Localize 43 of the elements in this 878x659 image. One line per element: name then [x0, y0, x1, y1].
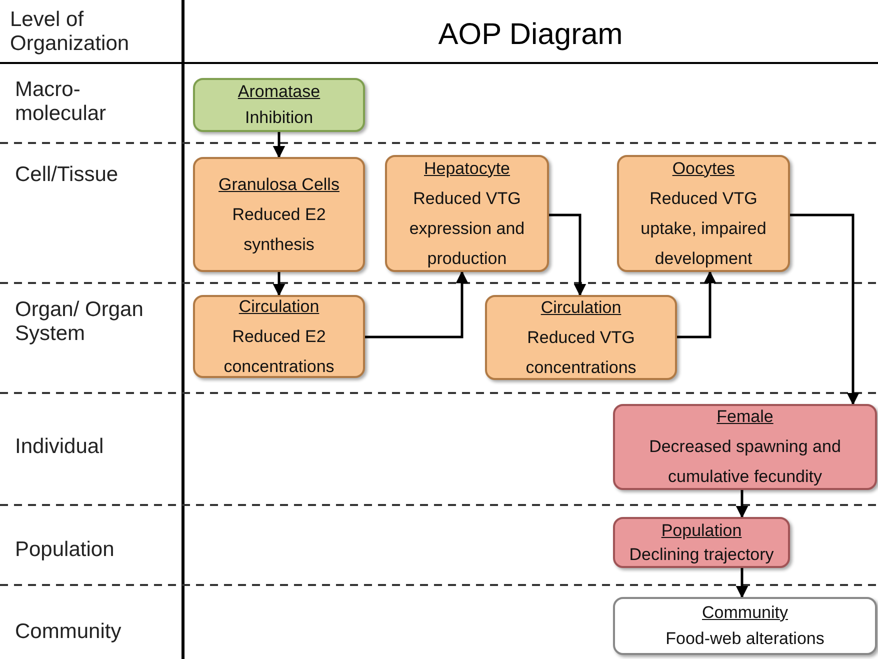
event-text: Inhibition: [244, 107, 314, 129]
arrow: [549, 214, 586, 296]
event-text: Reduced E2 synthesis: [231, 204, 327, 256]
level-label: Cell/Tissue: [15, 163, 120, 187]
event-box: [193, 157, 365, 272]
event-box: [485, 295, 677, 380]
arrow: [736, 490, 748, 518]
diagram-title: AOP Diagram: [437, 18, 624, 52]
event-box: [613, 517, 790, 568]
event-heading: Population: [661, 520, 742, 542]
event-box: [385, 155, 549, 272]
event-box: [617, 155, 790, 272]
event-box: [613, 404, 877, 490]
event-heading: Female: [716, 406, 774, 428]
arrow: [736, 568, 748, 598]
event-heading: Community: [702, 602, 788, 624]
event-text: Reduced E2 concentrations: [222, 326, 336, 378]
arrow: [677, 270, 716, 338]
event-heading: Circulation: [540, 296, 622, 318]
event-text: Reduced VTG concentrations: [524, 326, 638, 378]
event-heading: Hepatocyte: [424, 158, 510, 180]
event-text: Declining trajectory: [629, 544, 774, 566]
event-heading: Circulation: [238, 296, 320, 318]
event-box: [193, 295, 365, 378]
event-box: [193, 78, 365, 132]
arrow: [790, 214, 860, 406]
arrow: [365, 270, 468, 338]
level-label: Individual: [15, 435, 105, 459]
event-text: Decreased spawning and cumulative fecundity: [648, 436, 842, 488]
event-heading: Granulosa Cells: [218, 174, 340, 196]
arrow: [272, 272, 286, 296]
event-heading: Oocytes: [672, 158, 735, 180]
event-text: Food-web alterations: [666, 628, 824, 650]
event-text: Reduced VTG expression and production: [408, 188, 526, 270]
event-text: Reduced VTG uptake, impaired development: [640, 188, 768, 270]
column-heading: Level of Organization: [10, 8, 130, 56]
level-label: Organ/ Organ System: [15, 298, 144, 346]
event-box: [613, 597, 877, 655]
level-label: Community: [15, 620, 122, 644]
event-heading: Aromatase: [238, 81, 320, 103]
level-label: Macro-molecular: [15, 78, 108, 126]
level-label: Population: [15, 538, 116, 562]
arrow: [272, 132, 286, 158]
